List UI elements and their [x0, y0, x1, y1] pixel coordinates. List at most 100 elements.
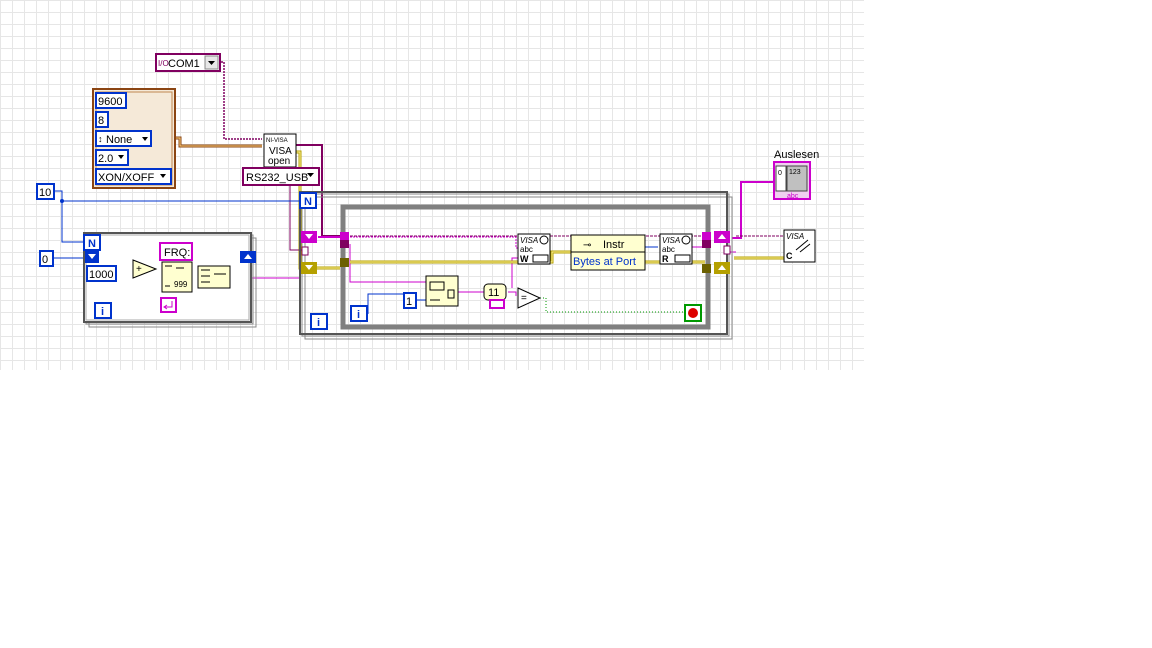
- string-to-index: [349, 244, 430, 283]
- numeric-1000-value: 1000: [89, 269, 113, 281]
- visa-open-line2: open: [268, 156, 290, 167]
- chevron-down-icon: [307, 173, 314, 177]
- index-array-icon: [429, 281, 455, 301]
- property-node-property: Bytes at Port: [573, 256, 636, 268]
- serial-type-constant[interactable]: RS232_USB: [242, 167, 320, 186]
- string-length-node[interactable]: [489, 299, 505, 309]
- visa-read-sub: abc: [662, 245, 675, 254]
- index-string-node[interactable]: [425, 275, 459, 307]
- property-node-bytes-at-port[interactable]: ⊸ Instr Bytes at Port: [570, 234, 646, 271]
- loop2-count-label: N: [304, 196, 312, 208]
- while-resource-tunnel-in: [340, 240, 349, 248]
- io-icon: I/O: [158, 59, 169, 68]
- visa-open-header: NI-VISA: [266, 138, 288, 144]
- chevron-down-icon: [160, 174, 166, 178]
- chevron-down-icon: [208, 61, 215, 65]
- cluster-wire-serial-config: [175, 136, 262, 148]
- indicator-sub: abc: [787, 193, 799, 200]
- stop-bits-value: 2.0: [98, 153, 113, 165]
- visa-open-line1: VISA: [269, 146, 292, 157]
- numeric-constant-10[interactable]: 10: [36, 183, 55, 200]
- string-to-indicator: [732, 181, 778, 239]
- equals-icon: =: [521, 293, 527, 304]
- while-loop[interactable]: VISA abc W ⊸ Instr Bytes at Port VISA ab…: [340, 204, 711, 330]
- while-error-tunnel-in: [340, 258, 349, 267]
- while-string-tunnel-in: [340, 232, 349, 241]
- data-bits-constant[interactable]: [95, 111, 109, 128]
- visa-read-node[interactable]: VISA abc R: [659, 233, 693, 265]
- format-into-string-node[interactable]: [161, 261, 193, 293]
- loop2-count-terminal[interactable]: [299, 192, 317, 209]
- parity-constant[interactable]: [95, 130, 152, 147]
- property-node-class: Instr: [603, 239, 625, 251]
- length-wire: [511, 257, 518, 288]
- close-icon: [795, 239, 811, 253]
- while-index-terminal: [350, 305, 368, 322]
- numeric-constant-1[interactable]: [403, 292, 417, 309]
- visa-write-node[interactable]: VISA abc W: [517, 233, 551, 265]
- resource-wire-open-out: [296, 144, 340, 237]
- shift-register-up-icon: [718, 265, 726, 270]
- return-icon: [163, 301, 173, 310]
- parity-incdec-icon: ↕: [98, 134, 103, 144]
- parity-value: None: [106, 134, 132, 146]
- array-index-display: [775, 165, 787, 192]
- while-resource-tunnel-out: [702, 240, 711, 248]
- baud-rate-value: 9600: [98, 96, 122, 108]
- error-wire-loop-inner: [350, 251, 705, 263]
- shift-register-down-icon: [88, 254, 96, 259]
- add-function[interactable]: [132, 259, 158, 279]
- while-string-tunnel-out: [702, 232, 711, 241]
- visa-close-node[interactable]: VISA C: [783, 229, 816, 263]
- string-to-length: [458, 291, 517, 296]
- visa-write-letter: W: [520, 254, 529, 264]
- stop-icon: [688, 308, 698, 318]
- frq-string-value: FRQ:: [164, 247, 190, 259]
- baud-rate-constant[interactable]: [95, 92, 127, 109]
- equal-comparison[interactable]: [517, 287, 542, 309]
- carriage-return-constant[interactable]: [160, 297, 177, 313]
- concatenate-node[interactable]: [197, 265, 231, 289]
- shift-register-up-icon: [718, 234, 726, 239]
- numeric-1-value: 1: [406, 296, 412, 308]
- visa-write-title: VISA: [520, 236, 538, 245]
- numeric-11-value: 11: [488, 287, 499, 299]
- numeric-constant-0[interactable]: 0: [39, 250, 54, 267]
- indicator-label: Auslesen: [774, 149, 819, 161]
- while-index-label: i: [357, 309, 360, 321]
- string-to-write: [350, 236, 520, 249]
- flow-control-value: XON/XOFF: [98, 172, 155, 184]
- visa-open-node[interactable]: NI-VISA VISA open: [263, 133, 297, 168]
- format-icon: [165, 265, 184, 287]
- visa-read-title: VISA: [662, 236, 680, 245]
- buffer-icon: [674, 254, 691, 263]
- numeric-10-value: 10: [39, 187, 51, 199]
- cluster-wire-serial-config-inner: [175, 137, 262, 147]
- for-loop-format[interactable]: N 1000 + FRQ: 999 i: [83, 232, 257, 328]
- stop-bits-constant[interactable]: [95, 149, 129, 166]
- visa-close-title: VISA: [786, 232, 804, 241]
- resource-tunnel-left: [301, 246, 309, 256]
- concatenate-icon: [201, 269, 226, 283]
- boolean-stop-wire: [540, 297, 688, 313]
- visa-resource-constant[interactable]: I/O COM1: [155, 53, 221, 72]
- plus-icon: +: [136, 264, 142, 275]
- loop1-count-label: N: [88, 238, 96, 250]
- shift-register-down-icon: [305, 234, 313, 239]
- loop2-index-terminal: [310, 313, 328, 330]
- data-bits-value: 8: [98, 115, 104, 127]
- numeric-constant-1000[interactable]: [86, 265, 117, 282]
- frq-string-constant[interactable]: [159, 242, 193, 261]
- buffer-icon: [532, 254, 549, 263]
- for-loop-outer[interactable]: N i: [299, 191, 733, 340]
- shift-register-down-icon: [305, 265, 313, 270]
- serial-config-cluster[interactable]: 9600 8 ↕ None 2.0 XON/XOFF: [92, 88, 176, 189]
- resource-tunnel-right: [723, 245, 731, 255]
- loop1-count-terminal[interactable]: [83, 234, 101, 251]
- key-icon: ⊸: [583, 240, 591, 251]
- pencil-icon: [539, 235, 549, 245]
- auslesen-indicator[interactable]: Auslesen 0 123 abc: [773, 149, 819, 200]
- flow-control-constant[interactable]: [95, 168, 172, 185]
